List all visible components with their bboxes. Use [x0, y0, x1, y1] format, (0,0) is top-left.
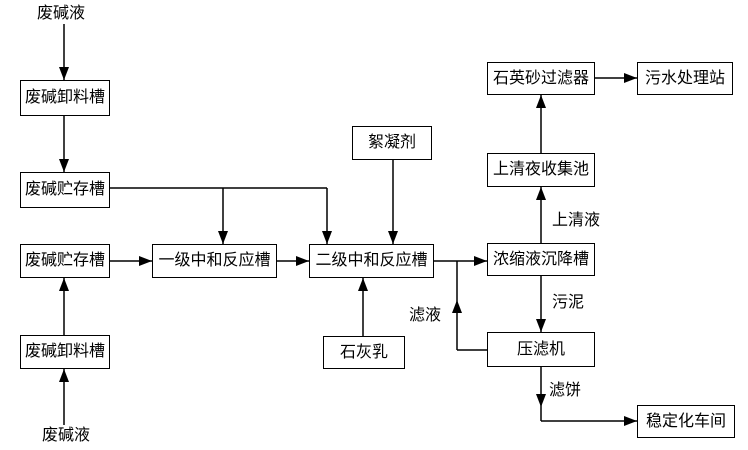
label-waste-alkali-feed-top: 废碱液 — [37, 5, 86, 22]
node-supernatant-collection-pool: 上清夜收集池 — [487, 153, 595, 187]
filtrate-up-arrowhead — [452, 300, 462, 313]
node-quartz-sand-filter: 石英砂过滤器 — [487, 62, 595, 95]
node-storage-tank-lower: 废碱贮存槽 — [20, 244, 110, 278]
node-unloading-tank-top: 废碱卸料槽 — [20, 80, 110, 116]
node-filter-press: 压滤机 — [487, 332, 595, 367]
label-filtrate: 滤液 — [409, 307, 442, 324]
node-concentrate-sedimentation-tank: 浓缩液沉降槽 — [487, 243, 595, 276]
label-supernatant: 上清液 — [552, 212, 601, 229]
node-stabilization-workshop: 稳定化车间 — [637, 405, 735, 438]
node-unloading-tank-bottom: 废碱卸料槽 — [20, 335, 110, 369]
node-lime-milk: 石灰乳 — [323, 336, 405, 369]
node-storage-tank-top: 废碱贮存槽 — [20, 172, 110, 208]
label-sludge: 污泥 — [552, 294, 585, 311]
node-stage1-neutralization-tank: 一级中和反应槽 — [152, 244, 277, 278]
filtercake-down-arrowhead — [536, 394, 546, 407]
node-sewage-treatment-station: 污水处理站 — [637, 62, 733, 95]
label-waste-alkali-feed-bottom: 废碱液 — [42, 427, 91, 444]
label-filter-cake: 滤饼 — [549, 382, 582, 399]
node-flocculant: 絮凝剂 — [352, 126, 432, 160]
node-stage2-neutralization-tank: 二级中和反应槽 — [309, 244, 434, 278]
